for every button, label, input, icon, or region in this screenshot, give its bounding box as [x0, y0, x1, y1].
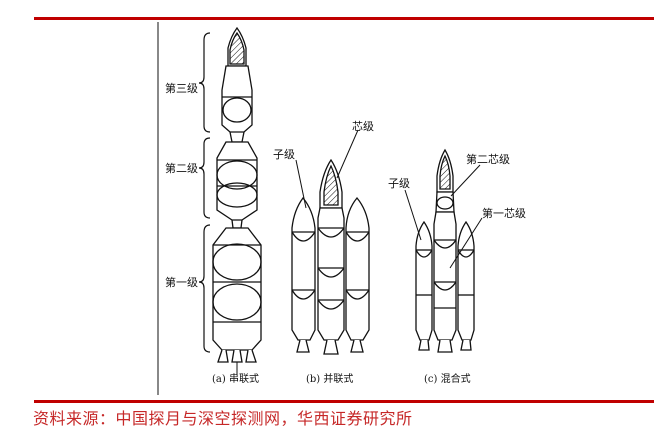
payload-hatch [229, 31, 245, 65]
core2-label-c: 第二芯级 [466, 152, 510, 166]
core1-label-c: 第一芯级 [482, 206, 526, 220]
bottom-red-rule [34, 400, 654, 403]
rocket-staging-diagram: 第三级 第二级 第一级 子级 芯级 [157, 22, 526, 395]
stage1-label: 第一级 [165, 275, 198, 289]
hybrid-rocket [404, 148, 483, 353]
booster-label-b: 子级 [273, 148, 295, 161]
serial-rocket [212, 26, 262, 375]
stage2-label: 第二级 [165, 161, 198, 175]
parallel-rocket [291, 129, 370, 355]
caption-hybrid: (c) 混合式 [424, 372, 471, 385]
stage-brackets [198, 32, 211, 353]
core-label-b: 芯级 [352, 119, 374, 133]
booster-label-c: 子级 [388, 177, 410, 190]
caption-parallel: (b) 并联式 [306, 372, 353, 385]
top-red-rule [34, 17, 654, 20]
caption-serial: (a) 串联式 [212, 372, 259, 385]
stage3-label: 第三级 [165, 81, 198, 95]
source-note: 资料来源：中国探月与深空探测网，华西证券研究所 [33, 409, 413, 428]
